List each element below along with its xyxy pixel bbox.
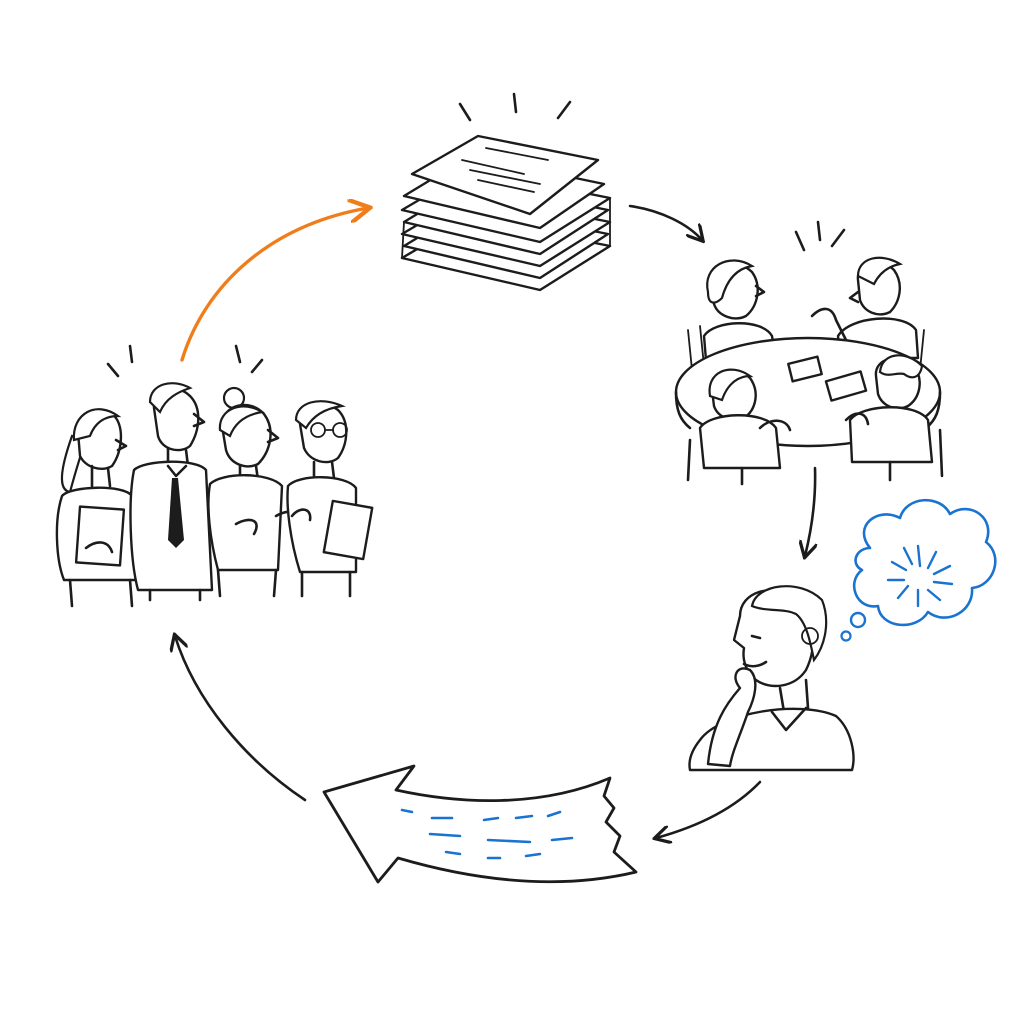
round-table-meeting-icon [674, 220, 944, 486]
document-stack-icon [400, 92, 612, 292]
arrow-feedback-to-team [175, 636, 307, 802]
thought-bubble-icon [840, 498, 997, 642]
team-member-woman-bun [207, 386, 297, 598]
arrow-meeting-to-reflection [805, 466, 815, 556]
team-member-woman-tablet [55, 408, 142, 608]
arrow-reflection-to-feedback [656, 780, 762, 838]
document-sparkle-icon [458, 92, 572, 122]
team-group-icon [55, 344, 374, 608]
meeting-member-front-left [686, 368, 792, 486]
meeting-member-man [810, 256, 920, 360]
idea-burst-icon [886, 544, 954, 608]
arrow-documents-to-meeting [628, 204, 702, 240]
team-sparkle-icon [106, 344, 264, 378]
arrow-team-to-documents [180, 208, 368, 362]
arrow-motion-dashes [400, 808, 574, 860]
team-member-man-tie [129, 382, 214, 602]
meeting-sparkle-icon [794, 220, 846, 252]
thinking-person-icon [688, 585, 855, 772]
big-return-arrow-icon [322, 764, 638, 884]
team-member-man-glasses [286, 400, 374, 598]
meeting-member-front-right [844, 354, 944, 482]
